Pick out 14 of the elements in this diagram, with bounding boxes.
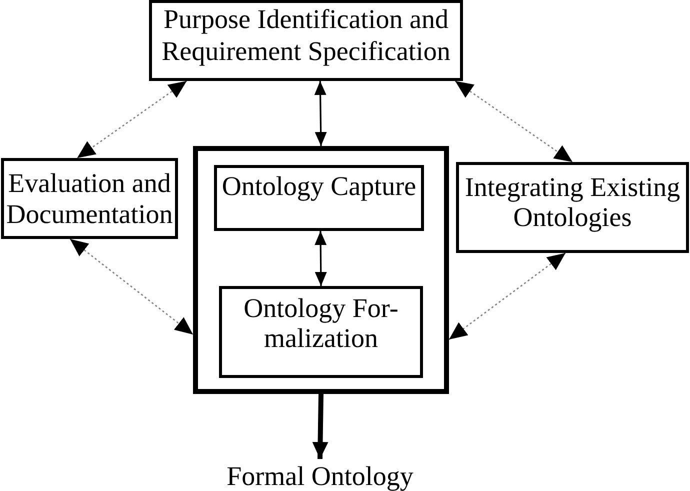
process-box: Evaluation and Documentation	[1, 158, 178, 239]
double-arrow	[314, 80, 327, 146]
dotted-double-arrow	[454, 80, 573, 163]
dotted-double-arrow	[70, 238, 194, 335]
process-box: Ontology Capture	[214, 165, 424, 231]
thick-arrow	[312, 394, 328, 460]
double-arrow	[314, 231, 327, 286]
process-box: Integrating Existing Ontologies	[456, 162, 689, 253]
process-box: Ontology For- malization	[219, 286, 423, 378]
container-box	[193, 146, 449, 394]
dotted-double-arrow	[448, 252, 566, 340]
output-text: Formal Ontology	[215, 459, 425, 491]
process-box: Purpose Identification and Requirement Specification	[149, 0, 463, 81]
dotted-double-arrow	[76, 80, 188, 159]
